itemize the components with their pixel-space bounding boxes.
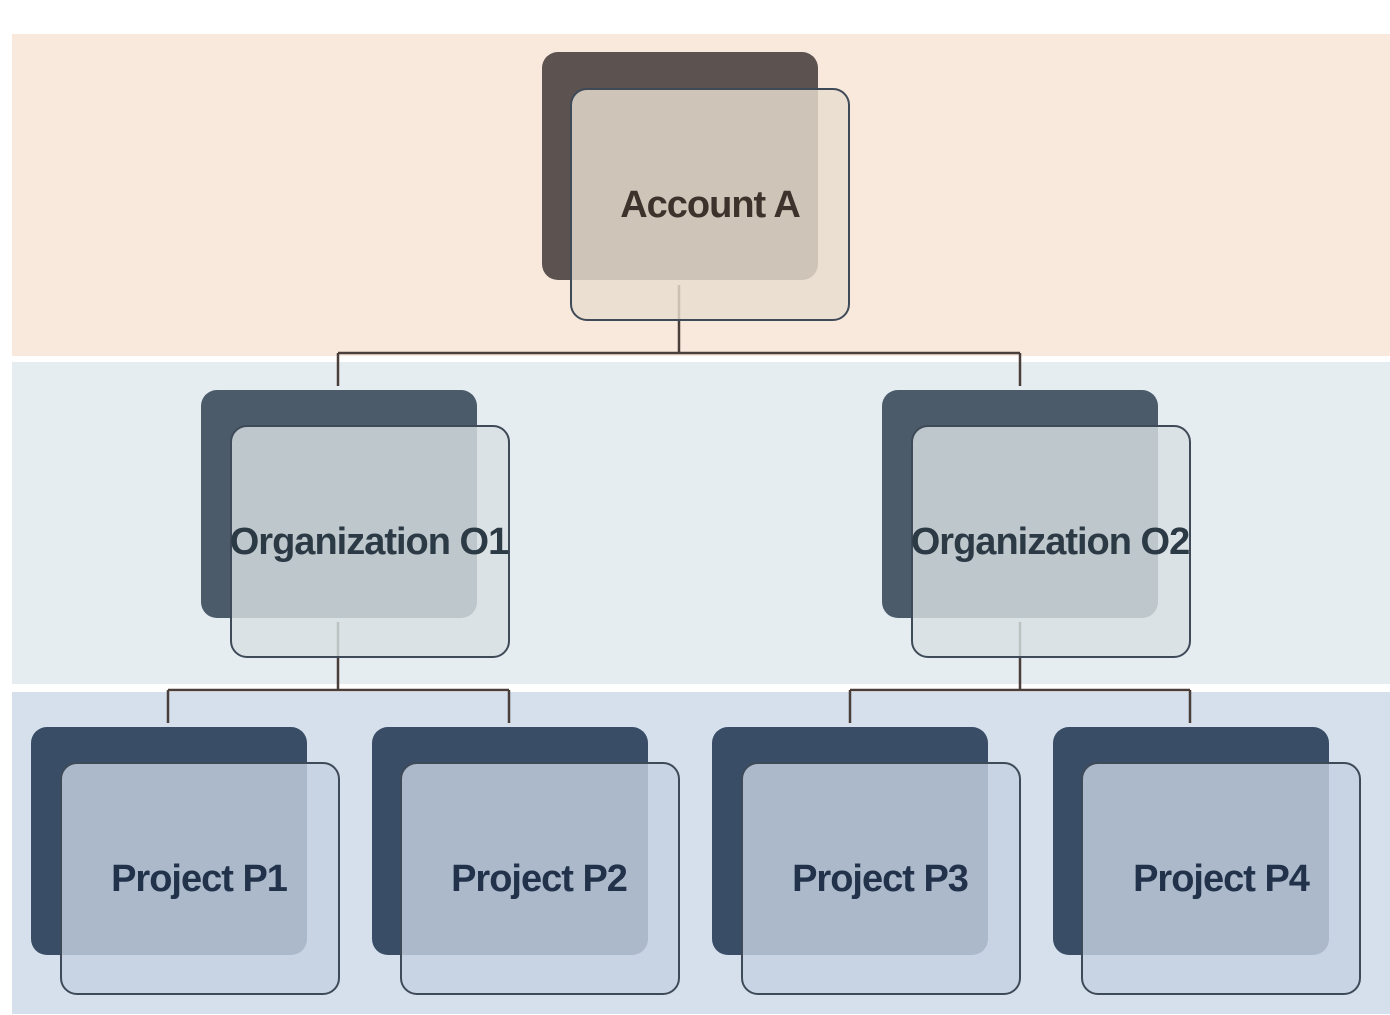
project-node-p3[interactable]: Project P3 — [712, 727, 1021, 995]
project-node-p2[interactable]: Project P2 — [372, 727, 680, 995]
account-node-card — [570, 88, 850, 321]
project-node-p1[interactable]: Project P1 — [31, 727, 340, 995]
account-node[interactable]: Account A — [542, 52, 850, 321]
project-node-p1-card — [60, 762, 340, 995]
organization-node-o1-card — [230, 425, 510, 658]
account-node-label: Account A — [620, 184, 800, 226]
organization-node-o1-label: Organization O1 — [230, 521, 509, 563]
organization-node-o2-card — [911, 425, 1191, 658]
organization-node-o1[interactable]: Organization O1 — [201, 390, 510, 658]
project-node-p4[interactable]: Project P4 — [1053, 727, 1361, 995]
organization-node-o2[interactable]: Organization O2 — [882, 390, 1191, 658]
project-node-p3-card — [741, 762, 1021, 995]
project-node-p4-card — [1081, 762, 1361, 995]
project-node-p4-label: Project P4 — [1133, 858, 1310, 900]
organization-node-o2-label: Organization O2 — [911, 521, 1189, 563]
project-node-p2-card — [400, 762, 680, 995]
project-node-p2-label: Project P2 — [451, 858, 627, 900]
project-node-p1-label: Project P1 — [111, 858, 288, 900]
project-node-p3-label: Project P3 — [792, 858, 968, 900]
